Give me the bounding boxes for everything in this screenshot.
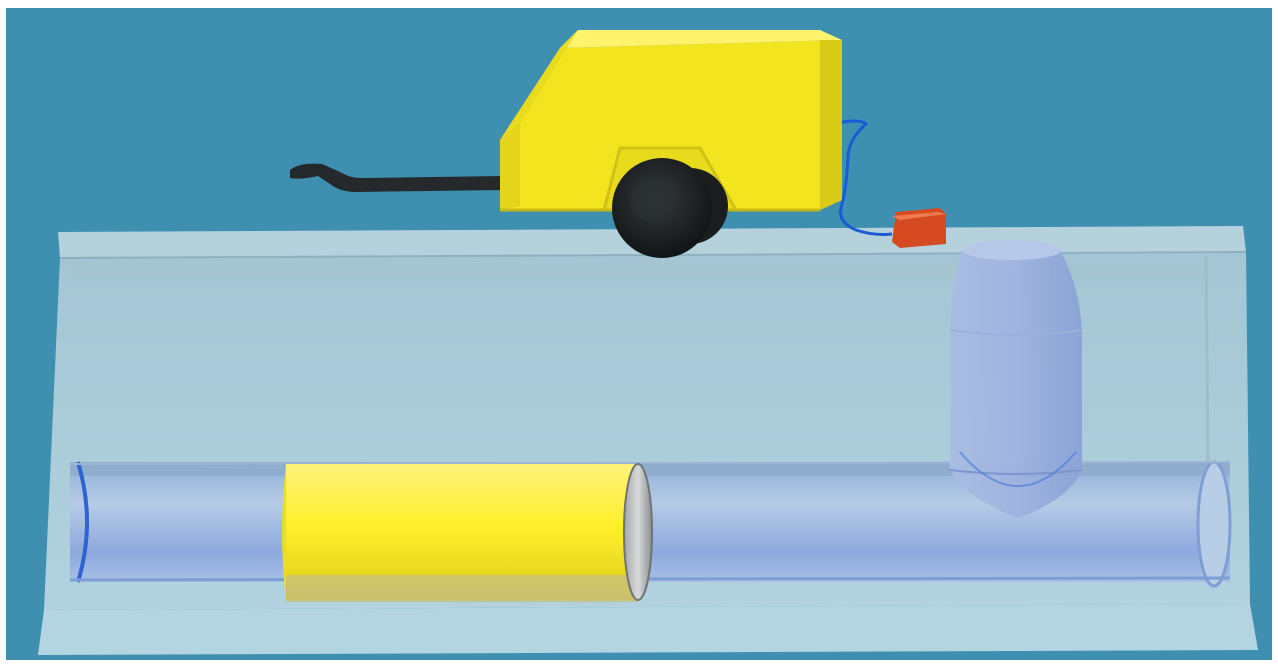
controller-box-icon bbox=[892, 208, 946, 248]
pipe-liner-icon bbox=[282, 464, 652, 602]
lateral-pipe bbox=[950, 240, 1082, 518]
